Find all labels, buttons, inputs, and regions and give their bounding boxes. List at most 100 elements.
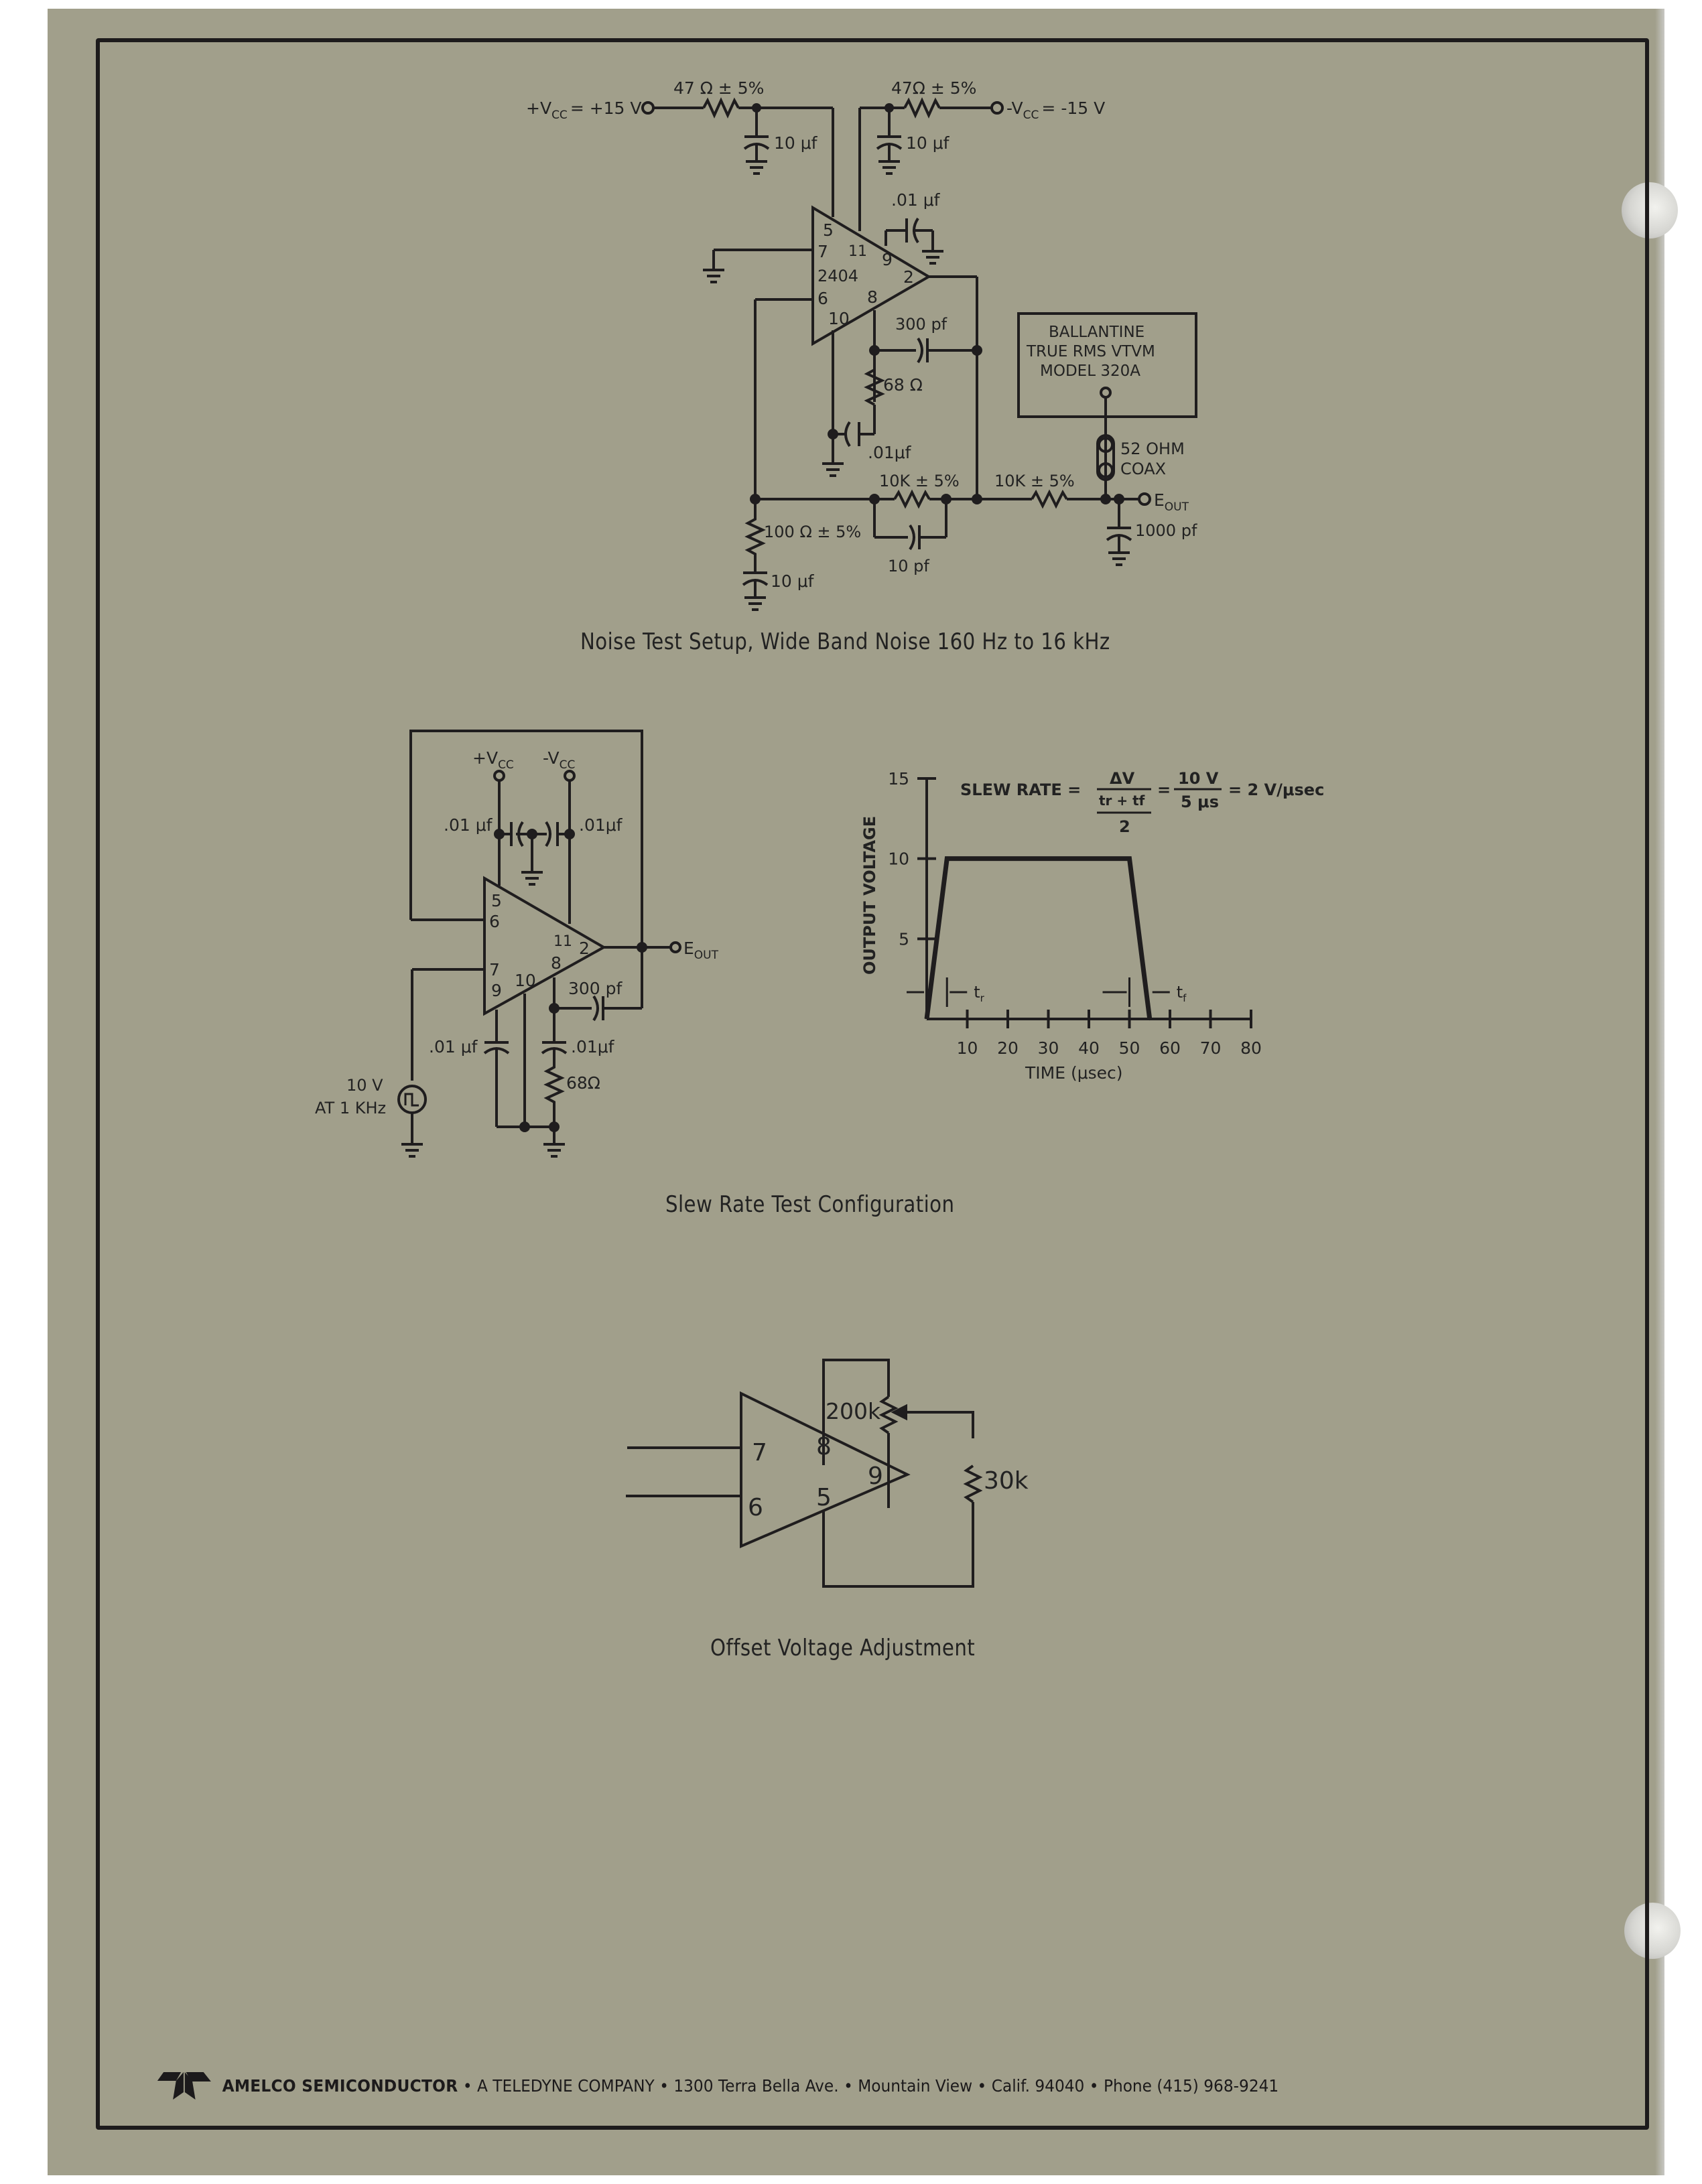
meter-box: [1017, 312, 1197, 418]
x-tick-label: 30: [1038, 1038, 1059, 1058]
slew-vcc-pos-label: +VCC: [472, 748, 514, 772]
footer-bullet: •: [844, 2075, 853, 2096]
r-100-label: 100 Ω ± 5%: [764, 523, 861, 541]
slew-c-right-top-label: .01μf: [579, 815, 623, 835]
chart-xlabel: TIME (μsec): [1025, 1063, 1123, 1083]
teledyne-logo-icon: [157, 2072, 211, 2100]
vcc-pos-label: +VCC= +15 V: [526, 98, 642, 122]
footer-address: 1300 Terra Bella Ave.: [673, 2075, 839, 2096]
pin-label: 6: [817, 289, 828, 308]
footer-company: AMELCO SEMICONDUCTOR: [222, 2075, 458, 2096]
pin-label: 6: [489, 912, 500, 931]
pin-label: 2: [579, 939, 590, 958]
footer-city: Mountain View: [858, 2075, 973, 2096]
resistor-10k-a: [893, 489, 931, 509]
footer-bullet: •: [659, 2075, 669, 2096]
pin-label: 6: [748, 1494, 763, 1521]
slew-c-bottom-left-label: .01 μf: [429, 1037, 478, 1056]
footer-bullet: •: [462, 2075, 472, 2096]
c-1000-label: 1000 pf: [1135, 521, 1197, 540]
footer-parent: A TELEDYNE COMPANY: [476, 2075, 655, 2096]
formula-den1: tr + tf: [1099, 793, 1145, 809]
x-tick-label: 50: [1119, 1038, 1140, 1058]
pot-label: 200k: [826, 1398, 881, 1424]
x-tick-label: 20: [997, 1038, 1019, 1058]
pin-label: 8: [551, 953, 562, 973]
opamp-2404: [811, 205, 931, 346]
coax-label: 52 OHM: [1120, 439, 1185, 458]
coax-icon: [1096, 434, 1115, 481]
formula-result: = 2 V/μsec: [1228, 780, 1324, 799]
resistor-68: [864, 368, 885, 406]
x-tick-label: 70: [1200, 1038, 1222, 1058]
slew-c-300-label: 300 pf: [568, 979, 623, 998]
resistor-47-pos: [702, 97, 740, 119]
punch-hole-bottom: [1624, 1903, 1681, 1959]
slew-eout-terminal: [669, 941, 681, 953]
x-tick-label: 40: [1078, 1038, 1100, 1058]
potentiometer-200k: [878, 1395, 899, 1434]
pin-label: 8: [816, 1433, 832, 1460]
formula-num2: 10 V: [1178, 769, 1219, 788]
slew-r-68-label: 68Ω: [566, 1073, 600, 1093]
resistor-47-neg: [903, 97, 941, 119]
vcc-neg-terminal: [990, 101, 1004, 115]
slew-resistor-68: [543, 1048, 565, 1144]
chart-ylabel: OUTPUT VOLTAGE: [860, 816, 879, 975]
chip-label: 2404: [817, 267, 858, 285]
pin-label: 10: [515, 971, 536, 990]
pin-label: 11: [848, 243, 867, 260]
pin-label: 9: [491, 981, 502, 1000]
slew-c-left-top-label: .01 μf: [444, 815, 493, 835]
pot-wiper-arrow: [891, 1404, 907, 1421]
c-01-label: .01μf: [868, 443, 912, 462]
offset-adjust-schematic: 7 6 8 5 9 200k 30k: [626, 1359, 1029, 1588]
formula-lhs: SLEW RATE =: [960, 780, 1081, 799]
r-68-label: 68 Ω: [883, 375, 923, 395]
punch-hole-top: [1622, 182, 1678, 238]
slew-eout-label: EOUT: [683, 939, 719, 962]
pin-label: 5: [816, 1484, 832, 1511]
pin-label: 10: [828, 309, 850, 328]
y-tick-label: 15: [888, 769, 909, 789]
output-waveform-line: [924, 856, 1153, 1020]
footer-bullet: •: [977, 2075, 987, 2096]
slew-test-caption: Slew Rate Test Configuration: [665, 1191, 955, 1218]
pin-label: 8: [867, 287, 878, 307]
source-label: AT 1 KHz: [315, 1099, 386, 1117]
resistor-100: [744, 499, 766, 573]
footer-bullet: •: [1089, 2075, 1099, 2096]
meter-label: BALLANTINE: [1049, 324, 1144, 341]
c-comp-label: .01 μf: [891, 190, 941, 210]
pin-label: 7: [489, 960, 500, 979]
paper-sheet: [48, 9, 1664, 2175]
eout-label: EOUT: [1154, 490, 1189, 514]
slew-opamp: [483, 876, 607, 1016]
c-supply-pos-label: 10 μf: [774, 133, 818, 153]
pin-label: 5: [491, 891, 502, 910]
resistor-30k-label: 30k: [984, 1467, 1029, 1495]
c-supply-neg-label: 10 μf: [906, 133, 950, 153]
noise-test-caption: Noise Test Setup, Wide Band Noise 160 Hz…: [580, 628, 1110, 655]
page-border: [96, 38, 1649, 2130]
x-tick-label: 80: [1240, 1038, 1262, 1058]
meter-label: MODEL 320A: [1040, 362, 1140, 380]
pin-label: 5: [823, 220, 834, 240]
formula-den2: 5 μs: [1181, 793, 1219, 811]
noise-test-schematic: +VCC= +15 V 47 Ω ± 5% 10 μf 47Ω ± 5% -VC…: [526, 78, 1197, 611]
c-300-label: 300 pf: [895, 315, 947, 334]
slew-c-bottom-right-label: .01μf: [571, 1037, 615, 1056]
r-supply-neg-label: 47Ω ± 5%: [891, 78, 976, 98]
resistor-10k-b: [1031, 489, 1068, 509]
footer-phone: Phone (415) 968-9241: [1103, 2075, 1279, 2096]
x-tick-label: 10: [957, 1038, 978, 1058]
r-10k-b-label: 10K ± 5%: [994, 472, 1075, 490]
y-tick-label: 5: [899, 929, 909, 949]
slew-vcc-neg-label: -VCC: [543, 748, 575, 772]
c-10pf-label: 10 pf: [888, 557, 929, 575]
slew-test-schematic: +VCC -VCC .01 μf .01μf 5 6 7 9 10 8 11 2…: [315, 730, 719, 1158]
r-supply-pos-label: 47 Ω ± 5%: [673, 78, 764, 98]
y-tick-label: 10: [888, 849, 909, 869]
paper-edge-shadow: [1655, 9, 1664, 2175]
